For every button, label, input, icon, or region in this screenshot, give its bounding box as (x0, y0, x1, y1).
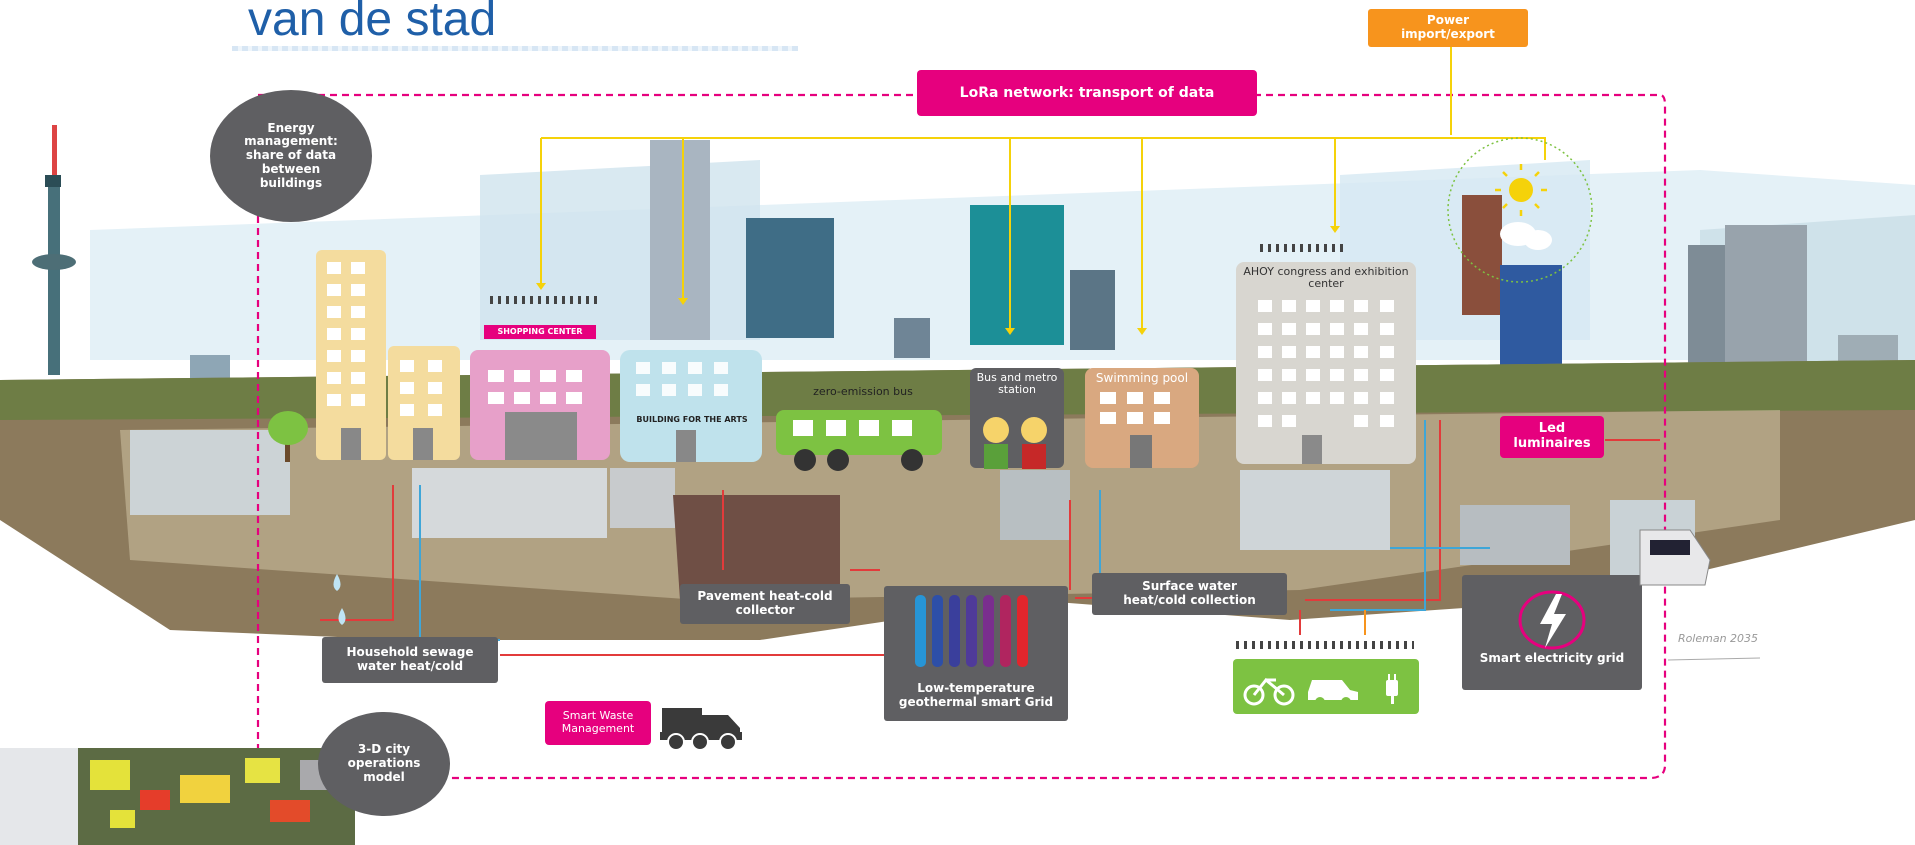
plug-icon (1386, 674, 1398, 704)
signature-text: Roleman 2035 (1677, 632, 1759, 645)
train-image (1639, 529, 1711, 586)
zero-emission-label: zero-emission bus (813, 385, 913, 398)
sun-icon (1495, 164, 1547, 216)
cloud-icon (1500, 222, 1552, 250)
bicycle-icon (1243, 677, 1295, 706)
bus-station-label: Bus and metro station (976, 371, 1058, 397)
pavement-collector-label: Pavement heat-cold collector (680, 584, 850, 624)
weather-circle (1447, 137, 1593, 283)
smart-grid-label: Smart electricity grid (1479, 651, 1625, 665)
pool-label: Swimming pool (1095, 371, 1189, 385)
water-drop-icon (333, 574, 346, 625)
geothermal-label: Low-temperature geothermal smart Grid (898, 681, 1054, 709)
arts-label: BUILDING FOR THE ARTS (636, 415, 748, 424)
led-luminaires-label: Led luminaires (1500, 416, 1604, 458)
arts-building (620, 350, 762, 462)
ahoy-label: AHOY congress and exhibition center (1243, 265, 1409, 291)
household-sewage-label: Household sewage water heat/cold (322, 637, 498, 683)
lightning-icon (1540, 594, 1566, 648)
energy-management-label: Energy management: share of data between… (210, 90, 372, 222)
tree-icon (268, 411, 308, 462)
smart-waste-label: Smart Waste Management (545, 701, 651, 745)
title-underline (232, 46, 798, 51)
dashed-frame (256, 93, 1667, 780)
car-icon (1308, 680, 1358, 707)
surface-water-label: Surface water heat/cold collection (1092, 573, 1287, 615)
data-lines (540, 45, 1546, 330)
shopping-center-label: SHOPPING CENTER (497, 327, 583, 336)
page-title: van de stad (248, 0, 497, 46)
bus-metro-station (970, 368, 1064, 469)
signature-line (1667, 657, 1761, 661)
city-model-thumbnail (0, 748, 355, 845)
ahoy-center (1236, 244, 1416, 464)
geothermal-pipes (884, 586, 1068, 721)
city-model-label: 3-D city operations model (318, 712, 450, 816)
lora-label: LoRa network: transport of data (917, 70, 1257, 116)
power-label: Power import/export (1368, 9, 1528, 47)
truck-icon (660, 708, 742, 751)
